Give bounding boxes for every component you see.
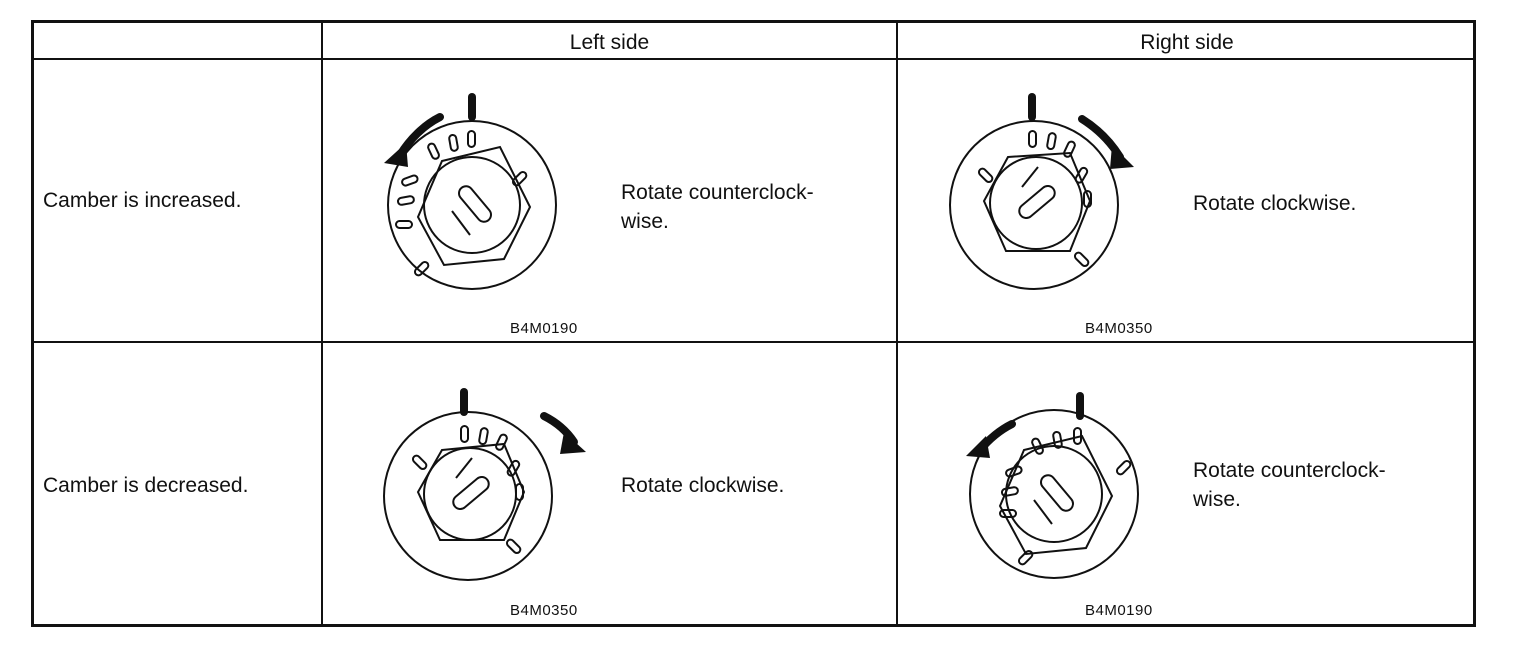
camber-adjustment-table: Left side Right side Camber is increased… [31,20,1476,627]
arrow-clockwise-icon [540,412,578,446]
instruction-decreased-right: Rotate counterclock- wise. [1193,459,1386,511]
header-divider [34,58,1473,60]
row-divider [34,341,1473,343]
row-label-increased: Camber is increased. [43,189,242,212]
cam-bolt-dial-icon [383,388,586,581]
header-right-side: Right side [1140,31,1234,54]
cam-bolt-dial-icon [966,392,1139,579]
cam-bolt-dial-icon [384,93,557,290]
column-divider [321,23,323,624]
header-left-side: Left side [569,31,650,54]
figure-code-increased-left: B4M0190 [510,320,578,337]
figure-code-decreased-right: B4M0190 [1085,602,1153,619]
figure-code-increased-right: B4M0350 [1085,320,1153,337]
figure-code-decreased-left: B4M0350 [510,602,578,619]
cam-bolt-dial-icon [949,93,1134,290]
column-divider [896,23,898,624]
instruction-decreased-left: Rotate clockwise. [621,474,785,497]
instruction-increased-right: Rotate clockwise. [1193,192,1357,215]
instruction-increased-left: Rotate counterclock- wise. [621,181,814,233]
row-label-decreased: Camber is decreased. [43,474,249,497]
